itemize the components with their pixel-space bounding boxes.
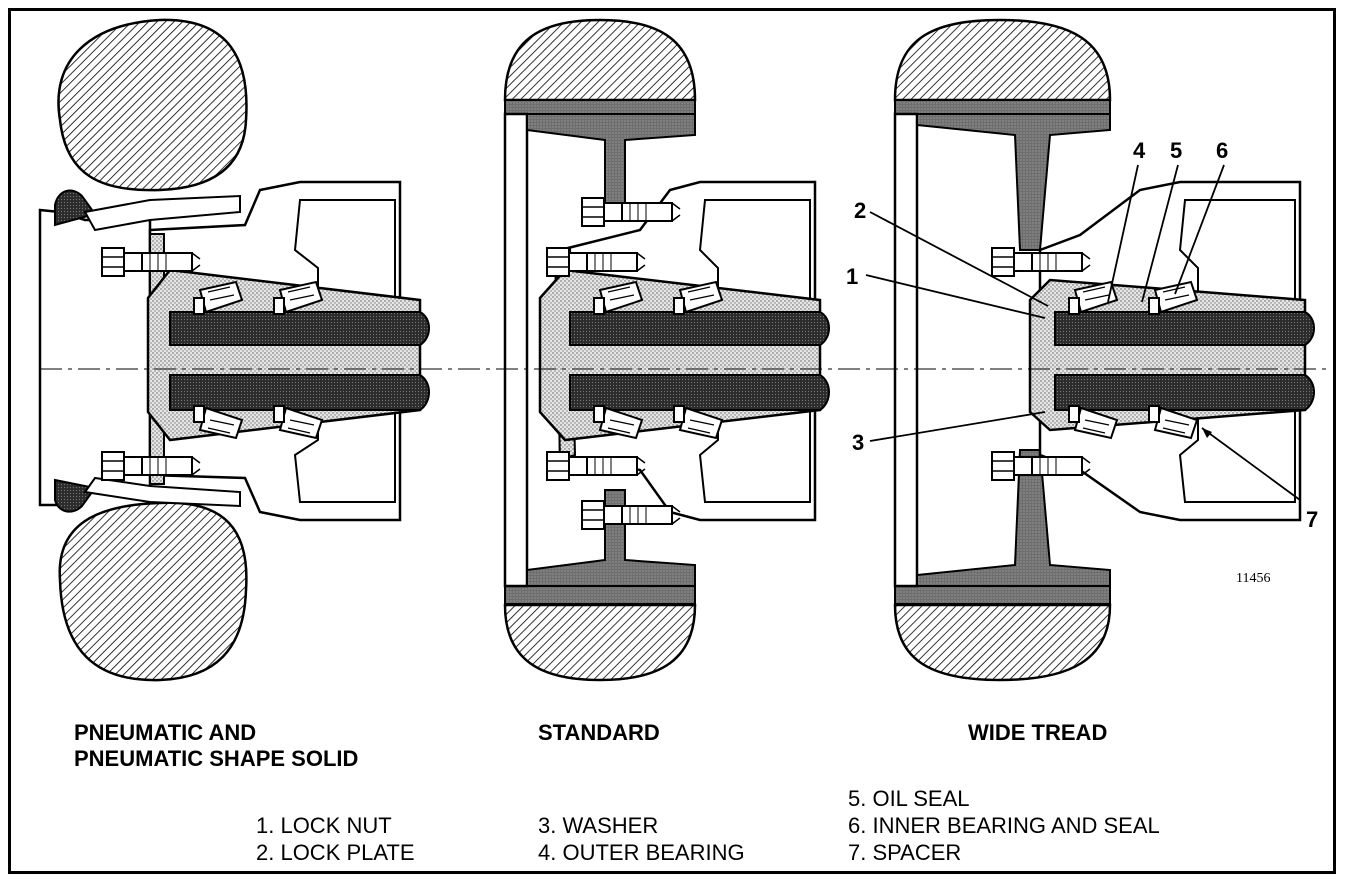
wide-tread-wheel-section [893,18,1315,682]
caption-pneumatic: PNEUMATIC AND PNEUMATIC SHAPE SOLID [74,720,358,772]
pneumatic-wheel-section [38,18,430,682]
standard-wheel-section [503,18,830,682]
callout-leaders [865,164,1301,501]
callout-3: 3 [852,430,864,455]
callout-5: 5 [1170,138,1182,163]
figure-number: 11456 [1236,571,1270,586]
callout-4: 4 [1133,138,1146,163]
upper-tread [503,18,697,102]
upper-wide-tread [893,18,1112,102]
callout-7: 7 [1306,507,1318,532]
callout-6: 6 [1216,138,1228,163]
caption-pneumatic-line-2: PNEUMATIC SHAPE SOLID [74,746,359,771]
caption-standard: STANDARD [538,720,660,745]
upper-tire [57,18,248,192]
legend-column-3: 5. OIL SEAL 6. INNER BEARING AND SEAL 7.… [848,785,1160,866]
legend-item-lock-nut: 1. LOCK NUT [256,813,392,838]
caption-pneumatic-line-1: PNEUMATIC AND [74,720,257,745]
lower-tread [503,603,697,682]
legend-item-spacer: 7. SPACER [848,840,962,865]
callout-1: 1 [846,264,858,289]
legend-item-inner-bearing-and-seal: 6. INNER BEARING AND SEAL [848,813,1160,838]
legend-column-1: 1. LOCK NUT 2. LOCK PLATE [256,812,415,866]
legend-column-2: 3. WASHER 4. OUTER BEARING [538,812,745,866]
caption-wide-tread: WIDE TREAD [968,720,1108,745]
legend-item-outer-bearing: 4. OUTER BEARING [538,840,745,865]
legend-item-lock-plate: 2. LOCK PLATE [256,840,415,865]
lower-wide-tread [893,603,1112,682]
legend-item-washer: 3. WASHER [538,813,659,838]
lower-tire [58,501,248,682]
legend-item-oil-seal: 5. OIL SEAL [848,786,970,811]
callout-2: 2 [854,198,866,223]
